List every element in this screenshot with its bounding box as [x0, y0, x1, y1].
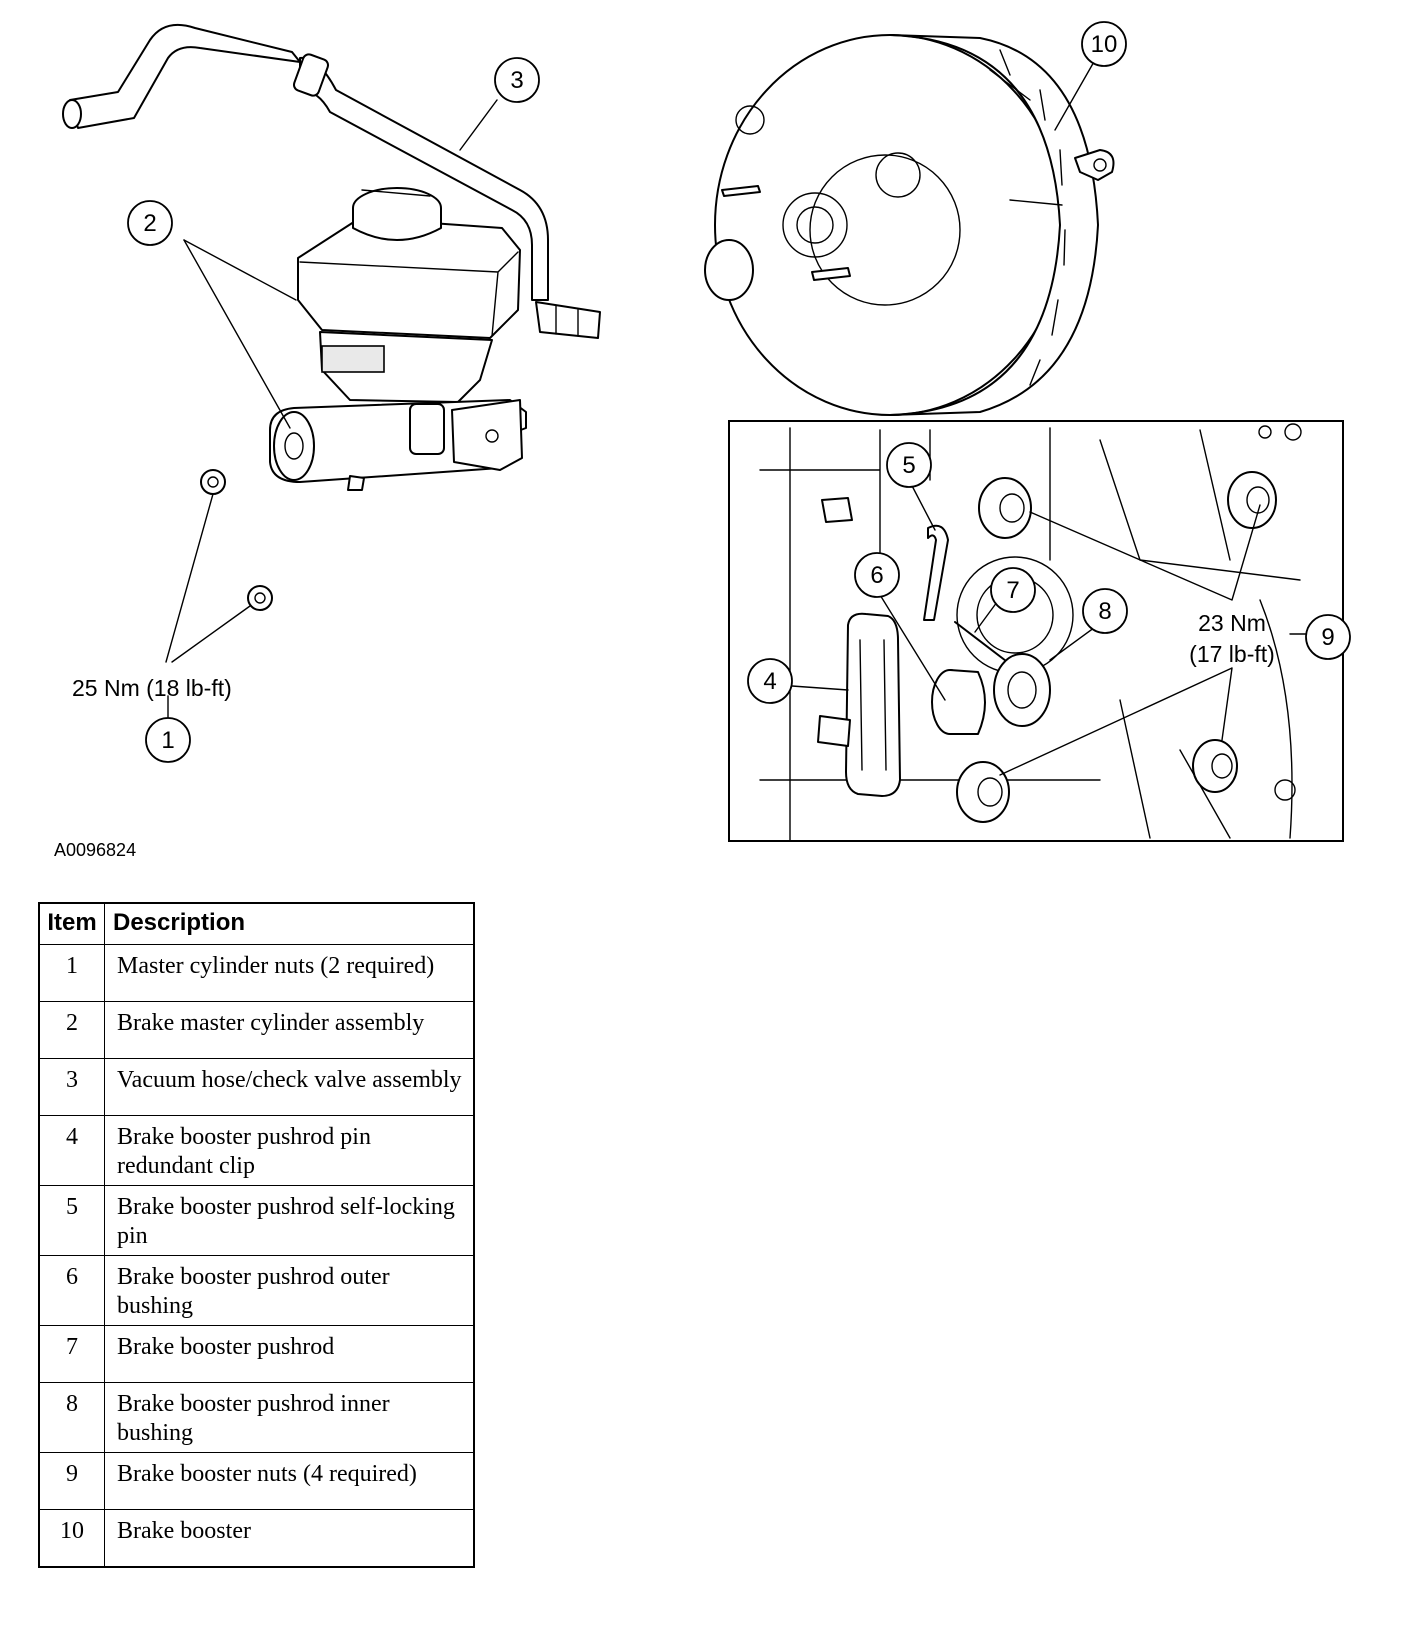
table-row: 6 Brake booster pushrod outer bushing — [38, 1255, 475, 1326]
exploded-view-diagram: 1 2 3 4 5 6 7 8 9 10 25 Nm (18 lb-ft) 23… — [54, 21, 1351, 860]
master-cylinder-nuts-illustration — [200, 469, 273, 611]
table-row: 9 Brake booster nuts (4 required) — [38, 1452, 475, 1510]
callout-6: 6 — [854, 552, 900, 598]
table-row: 10 Brake booster — [38, 1509, 475, 1567]
svg-text:3: 3 — [510, 67, 523, 94]
vacuum-hose-illustration — [62, 24, 601, 339]
item-description: Brake booster nuts (4 required) — [104, 1452, 475, 1510]
svg-text:8: 8 — [1098, 598, 1111, 625]
svg-text:4: 4 — [763, 668, 776, 695]
table-row: 4 Brake booster pushrod pin redundant cl… — [38, 1115, 475, 1186]
item-number: 2 — [38, 1001, 105, 1059]
item-description: Brake master cylinder assembly — [104, 1001, 475, 1059]
table-row: 7 Brake booster pushrod — [38, 1325, 475, 1383]
item-number: 9 — [38, 1452, 105, 1510]
parts-table: Item Description 1 Master cylinder nuts … — [38, 902, 475, 1568]
table-row: 5 Brake booster pushrod self-locking pin — [38, 1185, 475, 1256]
svg-text:1: 1 — [161, 727, 174, 754]
item-number: 1 — [38, 944, 105, 1002]
callout-2: 2 — [127, 200, 173, 246]
figure-id: A0096824 — [54, 840, 136, 860]
header-description: Description — [104, 902, 475, 945]
item-description: Brake booster pushrod — [104, 1325, 475, 1383]
item-description: Brake booster pushrod pin redundant clip — [104, 1115, 475, 1186]
item-description: Brake booster pushrod outer bushing — [104, 1255, 475, 1326]
item-description: Master cylinder nuts (2 required) — [104, 944, 475, 1002]
svg-text:10: 10 — [1091, 31, 1118, 58]
callout-5: 5 — [886, 442, 932, 488]
item-number: 10 — [38, 1509, 105, 1567]
item-description: Brake booster pushrod self-locking pin — [104, 1185, 475, 1256]
callout-4: 4 — [747, 658, 793, 704]
svg-text:5: 5 — [902, 452, 915, 479]
table-row: 3 Vacuum hose/check valve assembly — [38, 1058, 475, 1116]
item-number: 8 — [38, 1382, 105, 1453]
item-number: 5 — [38, 1185, 105, 1256]
brake-booster-illustration — [704, 34, 1115, 416]
torque-spec-booster-nm: 23 Nm — [1198, 610, 1266, 636]
torque-spec-booster-lbft: (17 lb-ft) — [1189, 641, 1275, 667]
header-item: Item — [38, 902, 105, 945]
callout-10: 10 — [1081, 21, 1127, 67]
callout-8: 8 — [1082, 588, 1128, 634]
leader-lines — [165, 59, 1307, 776]
item-description: Vacuum hose/check valve assembly — [104, 1058, 475, 1116]
table-row: 8 Brake booster pushrod inner bushing — [38, 1382, 475, 1453]
item-number: 7 — [38, 1325, 105, 1383]
callout-7: 7 — [990, 567, 1036, 613]
item-description: Brake booster pushrod inner bushing — [104, 1382, 475, 1453]
torque-spec-master-cylinder: 25 Nm (18 lb-ft) — [72, 675, 232, 701]
svg-text:2: 2 — [143, 210, 156, 237]
table-header-row: Item Description — [38, 902, 475, 945]
table-row: 2 Brake master cylinder assembly — [38, 1001, 475, 1059]
svg-text:6: 6 — [870, 562, 883, 589]
item-number: 3 — [38, 1058, 105, 1116]
callout-3: 3 — [494, 57, 540, 103]
item-description: Brake booster — [104, 1509, 475, 1567]
svg-text:7: 7 — [1006, 577, 1019, 604]
master-cylinder-illustration — [269, 187, 527, 491]
item-number: 6 — [38, 1255, 105, 1326]
item-number: 4 — [38, 1115, 105, 1186]
callout-9: 9 — [1305, 614, 1351, 660]
pushrod-detail-inset — [728, 420, 1344, 842]
callout-1: 1 — [145, 717, 191, 763]
svg-text:9: 9 — [1321, 624, 1334, 651]
table-row: 1 Master cylinder nuts (2 required) — [38, 944, 475, 1002]
